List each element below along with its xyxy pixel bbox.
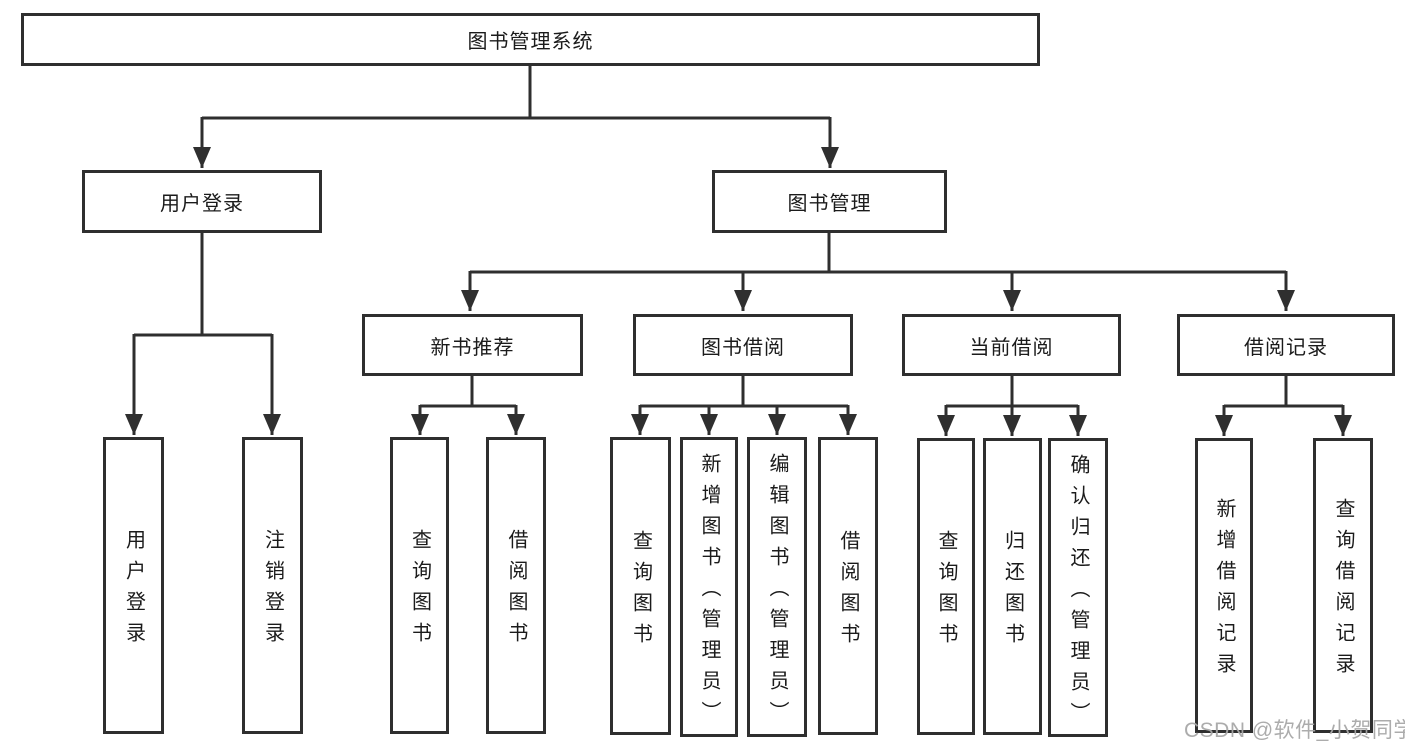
leaf-logout-label: 注销登录 — [261, 529, 284, 653]
leaf-add-borrow-record: 新增借阅记录 — [1195, 438, 1253, 733]
leaf-query-borrow-record: 查询借阅记录 — [1313, 438, 1373, 733]
node-user-login: 用户登录 — [82, 170, 322, 233]
leaf-edit-books-admin-label: 编辑图书（管理员） — [766, 453, 788, 732]
leaf-current-query-books: 查询图书 — [917, 438, 975, 735]
leaf-add-borrow-record-label: 新增借阅记录 — [1213, 498, 1235, 684]
node-current-borrowing-label: 当前借阅 — [969, 336, 1054, 359]
node-user-login-label: 用户登录 — [160, 193, 244, 215]
node-root: 图书管理系统 — [21, 13, 1040, 66]
leaf-edit-books-admin: 编辑图书（管理员） — [747, 437, 807, 737]
leaf-recommend-borrow-books-label: 借阅图书 — [505, 529, 527, 653]
leaf-borrow-books: 借阅图书 — [818, 437, 878, 735]
node-new-book-recommend-label: 新书推荐 — [430, 336, 515, 359]
node-new-book-recommend: 新书推荐 — [362, 314, 583, 376]
node-book-management-label: 图书管理 — [787, 193, 872, 215]
csdn-watermark: CSDN @软件_小贺同学 — [1184, 719, 1405, 742]
node-book-borrowing-label: 图书借阅 — [701, 336, 785, 359]
leaf-return-books: 归还图书 — [983, 438, 1042, 735]
node-current-borrowing: 当前借阅 — [902, 314, 1121, 376]
node-book-management: 图书管理 — [712, 170, 947, 233]
leaf-borrow-books-label: 借阅图书 — [837, 529, 859, 654]
leaf-recommend-borrow-books: 借阅图书 — [486, 437, 546, 734]
node-borrow-records-label: 借阅记录 — [1244, 336, 1328, 359]
leaf-user-login-label: 用户登录 — [122, 529, 145, 653]
leaf-confirm-return-admin-label: 确认归还（管理员） — [1067, 453, 1089, 733]
leaf-query-borrow-record-label: 查询借阅记录 — [1332, 498, 1354, 684]
leaf-borrowing-query-books: 查询图书 — [610, 437, 671, 735]
node-book-borrowing: 图书借阅 — [633, 314, 853, 376]
leaf-recommend-query-books-label: 查询图书 — [408, 529, 431, 653]
leaf-return-books-label: 归还图书 — [1001, 530, 1024, 654]
leaf-confirm-return-admin: 确认归还（管理员） — [1048, 438, 1108, 737]
leaf-add-books-admin: 新增图书（管理员） — [680, 437, 738, 737]
leaf-current-query-books-label: 查询图书 — [935, 530, 957, 654]
leaf-logout: 注销登录 — [242, 437, 303, 734]
leaf-recommend-query-books: 查询图书 — [390, 437, 449, 734]
leaf-user-login: 用户登录 — [103, 437, 164, 734]
node-borrow-records: 借阅记录 — [1177, 314, 1395, 376]
node-root-label: 图书管理系统 — [467, 31, 594, 53]
leaf-add-books-admin-label: 新增图书（管理员） — [698, 453, 720, 732]
leaf-borrowing-query-books-label: 查询图书 — [629, 529, 652, 654]
